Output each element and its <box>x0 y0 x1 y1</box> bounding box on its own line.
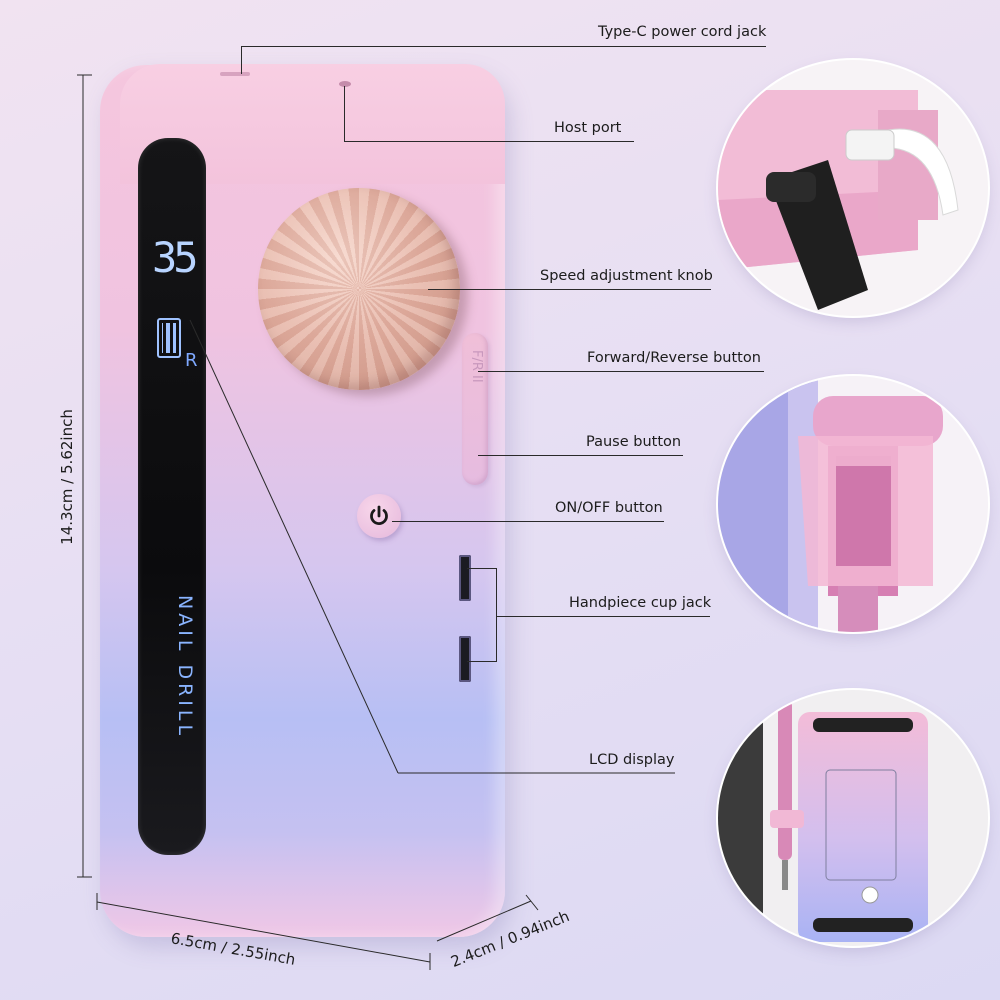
callout-forward-reverse: Forward/Reverse button <box>587 350 761 366</box>
speed-adjustment-knob <box>258 188 460 390</box>
battery-icon <box>157 318 181 358</box>
callout-pause: Pause button <box>586 434 682 450</box>
callout-lcd-display: LCD display <box>589 752 675 768</box>
inset-holder-photo <box>718 376 988 632</box>
holder-illustration <box>718 376 988 632</box>
callout-line <box>496 568 497 662</box>
callout-line <box>241 46 766 47</box>
button-label: F/R II <box>469 350 484 383</box>
callout-host-port: Host port <box>554 120 622 136</box>
inset-product-photo <box>718 690 988 946</box>
callout-on-off: ON/OFF button <box>555 500 663 516</box>
inset-cable-photo <box>718 60 988 316</box>
callout-line <box>496 616 710 617</box>
callout-line <box>392 521 664 522</box>
product-illustration <box>718 690 988 946</box>
callout-line <box>241 46 242 74</box>
handpiece-cup-jack-lower <box>459 636 471 682</box>
handpiece-cup-jack-upper <box>459 555 471 601</box>
dimension-height: 14.3cm / 5.62inch <box>58 409 76 545</box>
callout-speed-knob: Speed adjustment knob <box>540 268 713 284</box>
forward-reverse-pause-button <box>462 333 488 485</box>
callout-type-c-jack: Type-C power cord jack <box>598 24 767 40</box>
callout-line <box>467 568 497 569</box>
callout-handpiece-cup-jack: Handpiece cup jack <box>569 595 712 611</box>
callout-line <box>344 86 345 142</box>
lcd-direction-indicator: R <box>185 350 198 371</box>
brand-label: NAIL DRILL <box>174 595 196 740</box>
host-port <box>339 81 351 87</box>
power-button <box>357 494 401 538</box>
lcd-speed-readout: 35 <box>152 233 199 282</box>
callout-line <box>467 661 497 662</box>
lcd-screen <box>138 138 206 855</box>
callout-line <box>478 455 683 456</box>
callout-line <box>478 371 764 372</box>
type-c-port <box>220 72 250 76</box>
cable-illustration <box>718 60 988 316</box>
power-icon <box>370 505 388 525</box>
callout-line <box>344 141 634 142</box>
callout-line <box>428 289 711 290</box>
